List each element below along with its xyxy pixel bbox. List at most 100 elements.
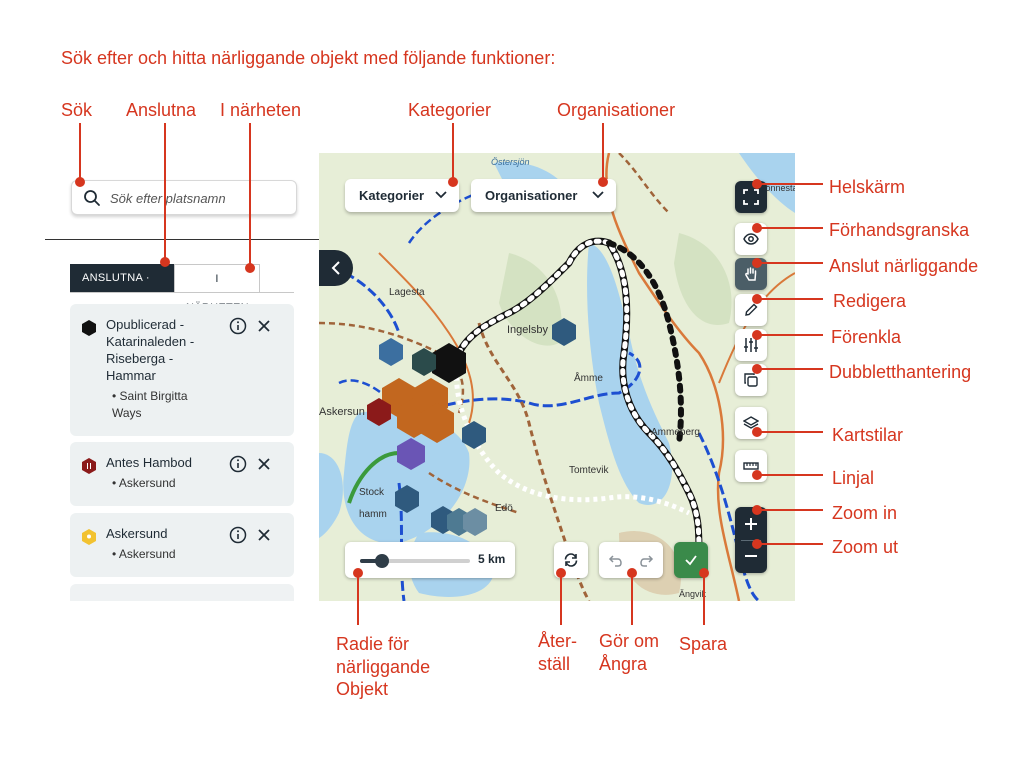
ruler-button[interactable] — [735, 450, 767, 482]
preview-button[interactable] — [735, 223, 767, 255]
chevron-down-icon — [592, 191, 604, 199]
place-label: Edö — [495, 503, 513, 514]
restaurant-icon — [82, 458, 96, 474]
trail-line — [319, 261, 642, 415]
annotation-ruler: Linjal — [832, 468, 875, 488]
headline: Sök efter och hitta närliggande objekt m… — [61, 48, 556, 68]
close-icon[interactable] — [256, 318, 272, 334]
map-styles-button[interactable] — [735, 407, 767, 439]
tab-connected[interactable]: ANSLUTNA · 12 — [70, 264, 174, 313]
radius-control: 5 km — [345, 542, 515, 578]
category-dropdown-label: Kategorier — [359, 188, 425, 203]
map-view[interactable]: Ingelsby Åmme Ammeberg Tomtevik Askersun… — [319, 153, 795, 601]
route-line — [456, 238, 702, 556]
info-icon[interactable] — [229, 455, 247, 473]
hand-icon — [745, 267, 757, 281]
chevron-down-icon — [435, 191, 447, 199]
organization-dropdown[interactable]: Organisationer — [471, 179, 616, 212]
reset-button[interactable] — [554, 542, 588, 578]
route-line — [453, 352, 691, 516]
list-item[interactable] — [70, 584, 294, 601]
brown-trail-line — [618, 153, 670, 214]
road-line — [605, 153, 741, 601]
radius-slider-thumb[interactable] — [375, 554, 389, 568]
list-item-subtitle: • Askersund — [112, 476, 176, 490]
radius-value: 5 km — [478, 552, 506, 566]
brown-trail-line — [428, 471, 520, 515]
brown-trail-line — [477, 322, 591, 601]
search-input[interactable] — [108, 187, 292, 209]
hexagon-icon — [82, 320, 96, 336]
redo-icon[interactable] — [639, 552, 655, 568]
close-icon[interactable] — [256, 527, 272, 543]
undo-icon[interactable] — [607, 552, 623, 568]
layers-icon — [743, 416, 759, 429]
poi-cluster — [367, 318, 576, 536]
check-icon — [685, 555, 697, 566]
annotation-search: Sök — [61, 100, 93, 120]
place-label: Ingelsby — [507, 324, 548, 336]
edit-button[interactable] — [735, 294, 767, 326]
annotation-reset: Åter-ställ — [538, 631, 578, 674]
annotation-zoom-in: Zoom in — [832, 503, 898, 523]
road-line — [378, 252, 474, 424]
copy-icon — [744, 373, 758, 387]
list-item-title: Askersund — [106, 526, 168, 541]
duplicates-button[interactable] — [735, 364, 767, 396]
radius-slider-fill — [360, 559, 382, 563]
sidebar: ANSLUTNA · 12 I NÄRHETEN Opublicerad - K… — [45, 153, 319, 601]
ruler-icon — [743, 462, 759, 470]
search-icon — [84, 190, 100, 206]
simplify-button[interactable] — [735, 329, 767, 361]
tab-bar: ANSLUTNA · 12 I NÄRHETEN — [70, 264, 260, 314]
route-line — [606, 240, 684, 446]
zoom-in-icon[interactable] — [743, 516, 759, 532]
list-item-subtitle: • Askersund — [112, 547, 176, 561]
brown-trail-line — [319, 321, 465, 414]
annotation-fullscreen: Helskärm — [829, 177, 906, 197]
annotation-connected: Anslutna — [126, 100, 197, 120]
radius-slider[interactable] — [360, 554, 470, 568]
lake-shape — [319, 453, 343, 538]
zoom-out-icon[interactable] — [743, 548, 759, 564]
green-trail-line — [347, 451, 400, 504]
zoom-divider — [741, 540, 761, 541]
place-label: Ammeberg — [651, 427, 700, 438]
category-dropdown[interactable]: Kategorier — [345, 179, 459, 212]
list-item-title: Opublicerad - Katarinaleden - Riseberga … — [106, 317, 195, 383]
map-canvas[interactable]: Ingelsby Åmme Ammeberg Tomtevik Askersun… — [319, 153, 795, 601]
info-icon[interactable] — [229, 526, 247, 544]
refresh-icon — [564, 553, 578, 567]
annotation-edit: Redigera — [833, 291, 907, 311]
tab-underline — [70, 292, 294, 293]
organization-dropdown-label: Organisationer — [485, 188, 578, 203]
chevron-left-icon — [331, 261, 340, 275]
annotation-preview: Förhandsgranska — [829, 220, 970, 240]
pencil-icon — [745, 303, 758, 316]
place-label: Rönnesta — [759, 183, 795, 193]
sliders-icon — [744, 338, 758, 352]
save-button[interactable] — [674, 542, 708, 578]
tab-nearby[interactable]: I NÄRHETEN — [174, 264, 260, 314]
annotation-zoom-out: Zoom ut — [832, 537, 899, 557]
list-item[interactable]: Askersund • Askersund — [70, 513, 294, 577]
info-icon[interactable] — [229, 317, 247, 335]
annotation-radius: Radie för närliggande Objekt — [336, 634, 431, 699]
eye-icon — [743, 233, 759, 245]
place-label: Tomtevik — [569, 465, 609, 476]
fullscreen-button[interactable] — [735, 181, 767, 213]
list-item[interactable]: Antes Hambod • Askersund — [70, 442, 294, 506]
trail-line — [407, 181, 510, 244]
connect-nearby-button[interactable] — [735, 258, 767, 290]
forest-shape — [674, 233, 732, 325]
close-icon[interactable] — [256, 456, 272, 472]
annotation-redo-undo: Gör om Ångra — [599, 631, 660, 674]
collapse-sidebar-button[interactable] — [319, 250, 353, 286]
fullscreen-icon — [743, 189, 759, 205]
list-item[interactable]: Opublicerad - Katarinaleden - Riseberga … — [70, 304, 294, 436]
search-box[interactable] — [71, 180, 297, 215]
annotation-organizations: Organisationer — [557, 100, 676, 120]
place-label: Östersjön — [491, 157, 530, 167]
place-label: Askersun — [319, 406, 365, 418]
place-label: hamm — [359, 509, 387, 520]
